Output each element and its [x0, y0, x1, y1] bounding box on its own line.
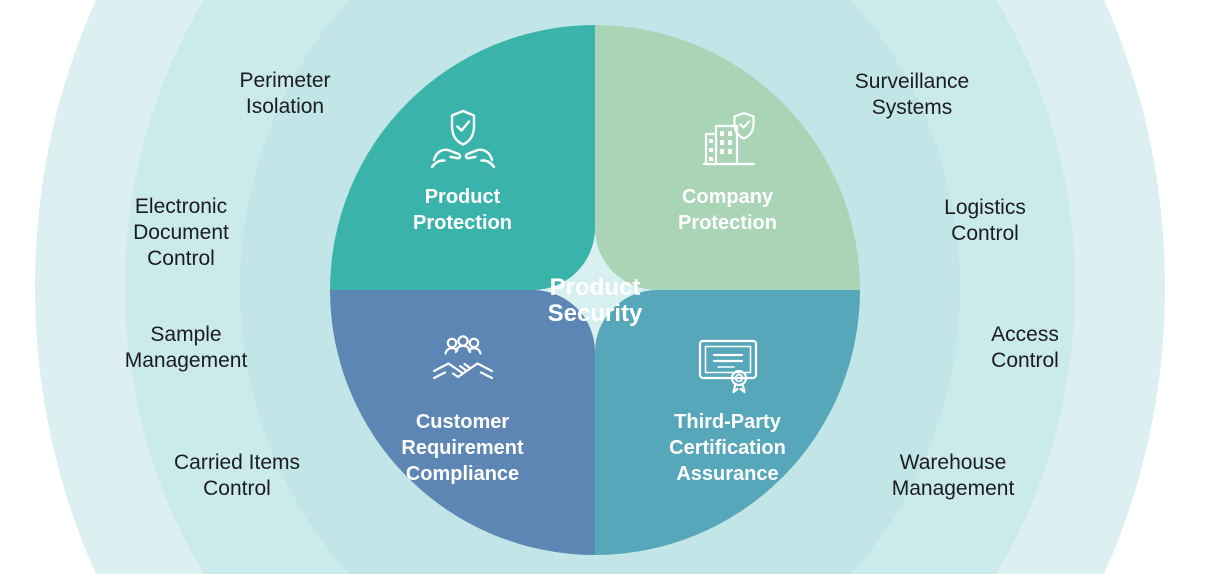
label-line: Management [124, 349, 248, 372]
label-line: Sample [150, 323, 222, 346]
label-line: Surveillance [854, 70, 970, 93]
quadrant-label: Product Protection [413, 184, 512, 236]
outer-label-perimeter-isolation: Perimeter Isolation [239, 68, 330, 120]
outer-label-access-control: Access Control [991, 322, 1059, 374]
title-line: Security [547, 300, 643, 327]
label-line: Carried Items [173, 451, 301, 474]
label-line: Access [991, 323, 1059, 346]
label-line: Company [681, 186, 774, 208]
label-line: Management [891, 477, 1015, 500]
quadrant-product-protection: Product Protection [330, 25, 595, 290]
outer-label-warehouse-management: Warehouse Management [892, 450, 1015, 502]
label-line: Logistics [944, 196, 1026, 219]
label-line: Document [133, 221, 229, 244]
label-line: Control [951, 222, 1019, 245]
label-line: Product [424, 186, 501, 208]
certificate-icon [692, 332, 764, 396]
label-line: Requirement [401, 437, 524, 459]
label-line: Protection [413, 212, 512, 234]
label-line: Systems [871, 96, 953, 119]
outer-label-sample-management: Sample Management [125, 322, 248, 374]
label-line: Customer [415, 411, 510, 433]
label-line: Third-Party [674, 411, 781, 433]
label-line: Assurance [676, 463, 779, 485]
label-line: Control [147, 247, 215, 270]
quadrant-third-party-certification-assurance: Third-Party Certification Assurance [595, 290, 860, 555]
quadrant-customer-requirement-compliance: Customer Requirement Compliance [330, 290, 595, 555]
shield-hands-icon [427, 107, 499, 171]
quadrant-wheel: Product Protection [330, 25, 860, 555]
quadrant-label: Customer Requirement Compliance [401, 409, 523, 487]
label-line: Protection [678, 212, 777, 234]
diagram-title: Product Security [548, 275, 643, 327]
quadrant-company-protection: Company Protection [595, 25, 860, 290]
outer-label-electronic-document-control: Electronic Document Control [133, 194, 229, 272]
label-line: Electronic [134, 195, 228, 218]
building-shield-icon [692, 107, 764, 171]
quadrant-label: Company Protection [678, 184, 777, 236]
label-line: Control [991, 349, 1059, 372]
label-line: Control [203, 477, 271, 500]
label-line: Perimeter [239, 69, 331, 92]
outer-label-carried-items-control: Carried Items Control [174, 450, 300, 502]
outer-label-logistics-control: Logistics Control [944, 195, 1026, 247]
label-line: Compliance [405, 463, 520, 485]
label-line: Certification [669, 437, 786, 459]
quadrant-label: Third-Party Certification Assurance [669, 409, 786, 487]
outer-label-surveillance-systems: Surveillance Systems [855, 69, 969, 121]
label-line: Warehouse [899, 451, 1007, 474]
title-line: Product [549, 274, 641, 301]
label-line: Isolation [245, 95, 325, 118]
people-handshake-icon [427, 332, 499, 396]
